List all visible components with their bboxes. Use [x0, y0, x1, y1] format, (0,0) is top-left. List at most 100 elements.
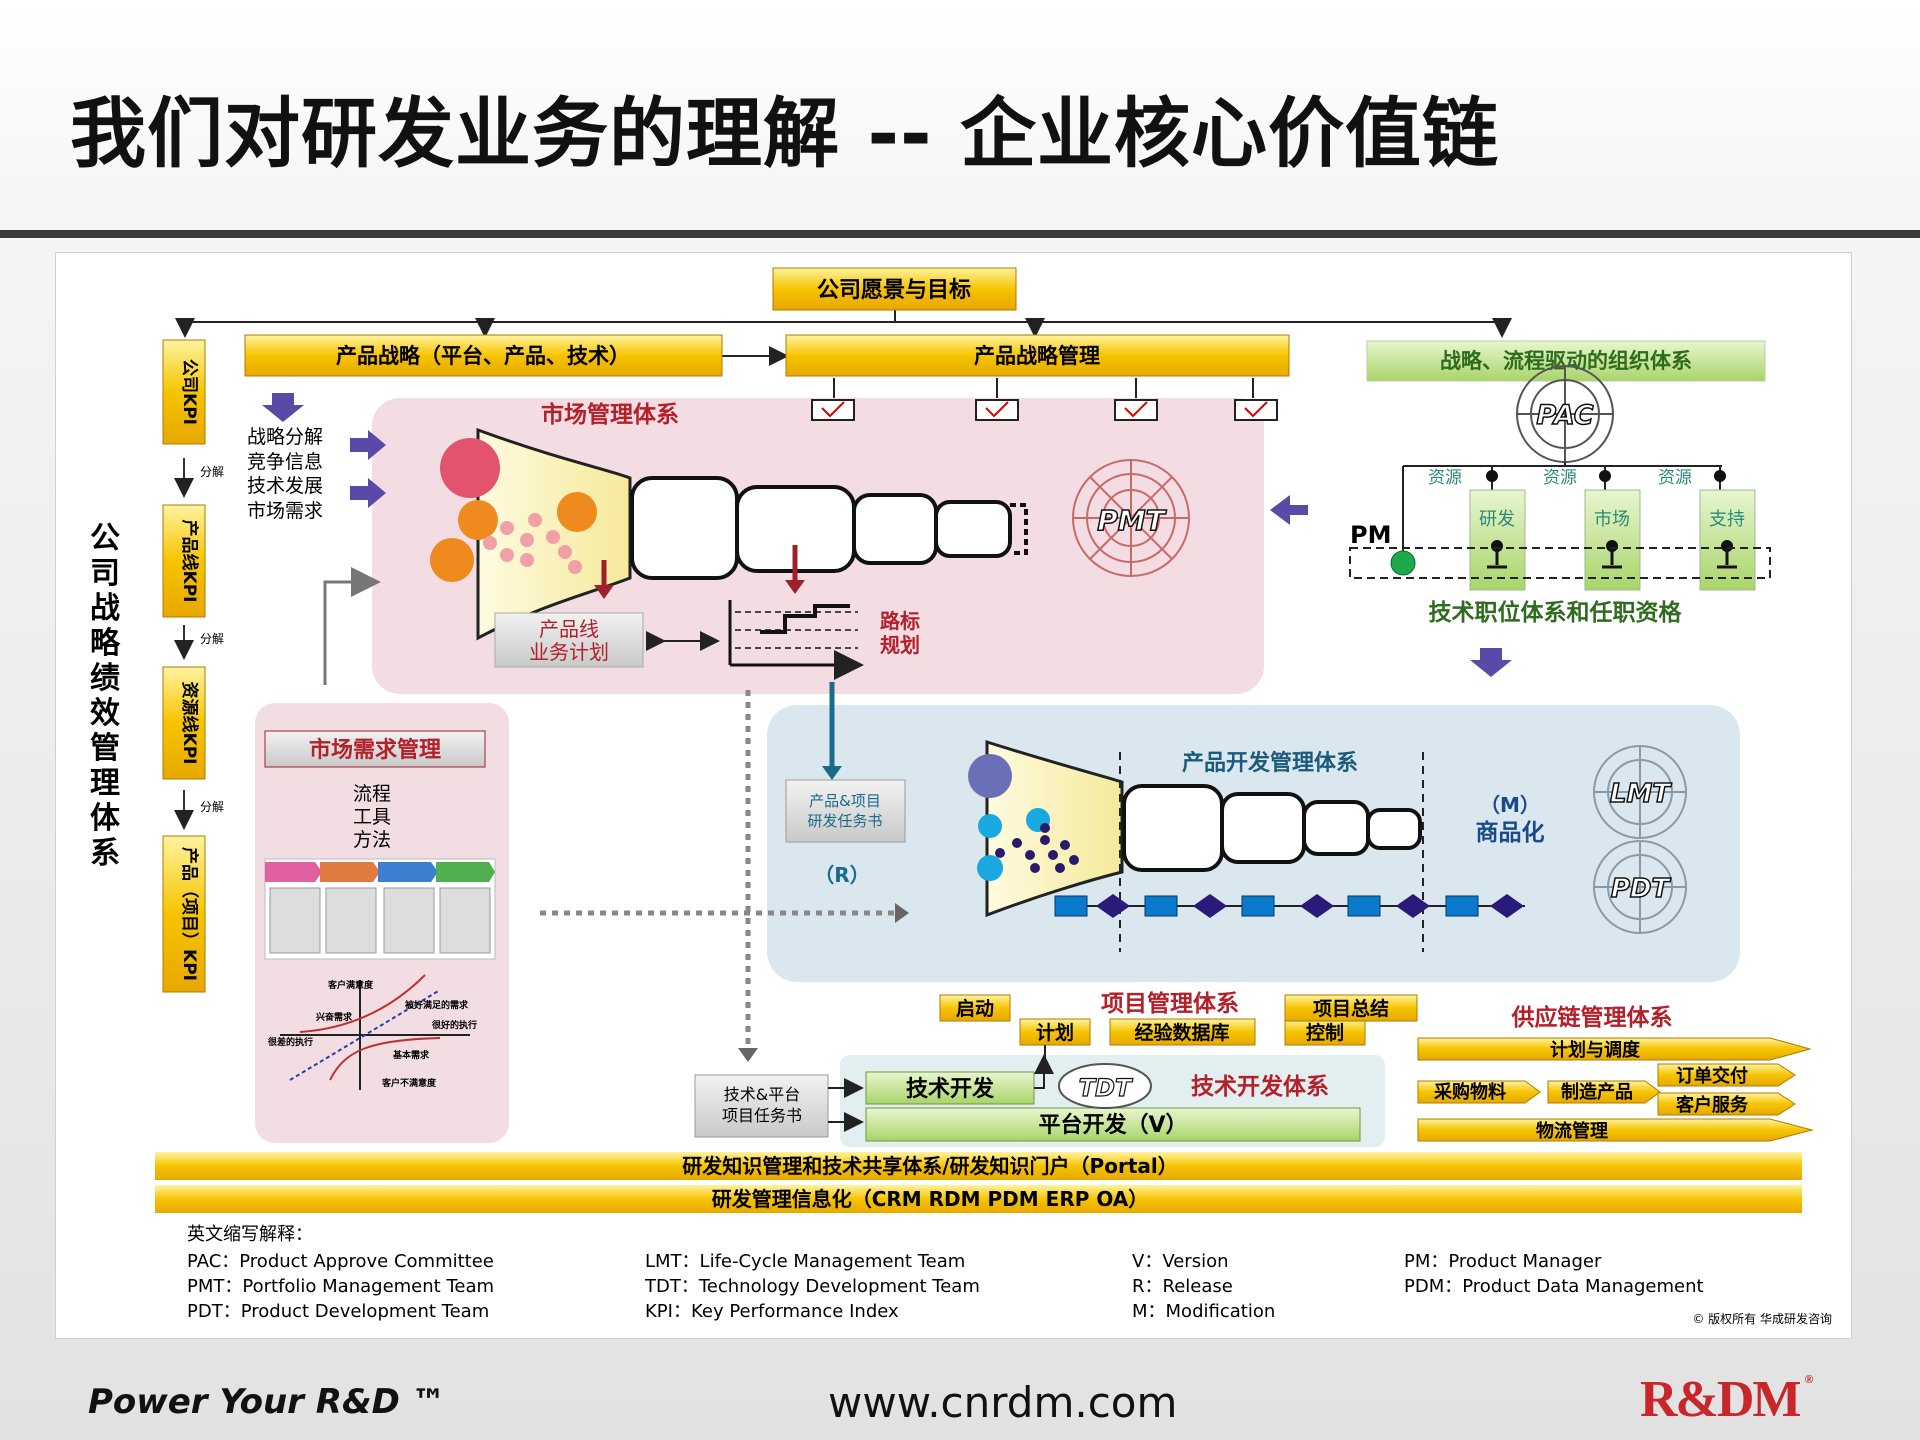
pl-plan-box [494, 612, 644, 668]
kpi-product-line: 产品线KPI [179, 520, 200, 603]
strategy-mgmt-label: 产品战略管理 [974, 344, 1100, 368]
pac-label: PAC [1536, 400, 1593, 431]
pd-funnel [985, 739, 1124, 918]
vision-box [772, 267, 1017, 311]
svg-text:技术发展: 技术发展 [247, 475, 323, 497]
svg-text:PM：Product Manager: PM：Product Manager [1404, 1251, 1602, 1272]
svg-text:很差的执行: 很差的执行 [267, 1036, 313, 1048]
svg-text:资源: 资源 [1658, 468, 1692, 488]
pdt-label: PDT [1611, 874, 1672, 904]
left-arrow-icon [1270, 495, 1308, 525]
down-arrow-icon [262, 393, 304, 422]
strategy-mgmt-box [785, 334, 1290, 377]
task-book-line1: 产品&项目 [809, 792, 881, 810]
kpi-project: 产品（项目）KPI [179, 847, 200, 981]
slide-title: 我们对研发业务的理解 -- 企业核心价值链 [70, 89, 1500, 178]
project-mgmt-title: 项目管理体系 [1101, 990, 1239, 1017]
kano-model: 客户满意度 兴奋需求 被好满足的需求 很好的执行 很差的执行 基本需求 客户不满… [267, 974, 477, 1090]
tp-task-line2: 项目任务书 [722, 1106, 802, 1125]
svg-text:兴奋需求: 兴奋需求 [316, 1011, 353, 1023]
platform-dev-label: 平台开发（V） [1038, 1112, 1187, 1138]
svg-text:被好满足的需求: 被好满足的需求 [405, 999, 469, 1011]
knowledge-bar [155, 1152, 1802, 1180]
down-arrow-icon [822, 766, 842, 780]
svg-text:物流管理: 物流管理 [1536, 1120, 1608, 1142]
pd-ideas [968, 754, 1079, 881]
tech-dev-box [865, 1071, 1035, 1105]
pd-mgmt-title: 产品开发管理体系 [1182, 750, 1358, 776]
matrix-dashed-box [1349, 547, 1771, 579]
svg-text:研发: 研发 [1479, 509, 1515, 530]
svg-text:客户不满意度: 客户不满意度 [381, 1077, 437, 1089]
roadmap-line2: 规划 [880, 633, 920, 657]
svg-text:竞争信息: 竞争信息 [247, 451, 323, 473]
svg-text:计划与调度: 计划与调度 [1550, 1039, 1641, 1061]
pmt-label: PMT [1097, 504, 1166, 537]
kpi-resource-line: 资源线KPI [179, 682, 200, 765]
logo-registered-mark: ® [1804, 1372, 1814, 1386]
supply-chain-flow: 计划与调度 采购物料 制造产品 订单交付 客户服务 物流管理 [1417, 1037, 1814, 1142]
decompose-3: 分解 [200, 800, 224, 814]
product-strategy-box [244, 334, 723, 377]
pl-plan-line2: 业务计划 [529, 640, 609, 664]
market-segments [630, 476, 1028, 580]
svg-text:资源: 资源 [1428, 468, 1462, 488]
svg-text:制造产品: 制造产品 [1561, 1081, 1633, 1103]
pm-node [1390, 550, 1416, 576]
pmt-wheel [1072, 459, 1190, 577]
down-arrow-icon [1470, 648, 1512, 677]
svg-text:M：Modification: M：Modification [1132, 1301, 1275, 1322]
process-thumbnail [264, 858, 496, 960]
demand-mgmt-box [264, 730, 486, 768]
kpi-column: 公司KPI 产品线KPI 资源线KPI 产品（项目）KPI 分解 分解 分解 [162, 339, 224, 993]
svg-text:市场需求: 市场需求 [247, 500, 323, 522]
right-arrow-icon [350, 478, 386, 508]
svg-text:很好的执行: 很好的执行 [431, 1019, 477, 1031]
roadmap-line1: 路标 [880, 609, 920, 633]
logo-text: R&DM [1640, 1371, 1802, 1428]
r-label: （R） [814, 863, 869, 887]
footer-url[interactable]: www.cnrdm.com [828, 1378, 1178, 1427]
tech-career-label: 技术职位体系和任职资格 [1429, 599, 1683, 626]
decision-checkpoints [811, 378, 1278, 421]
svg-text:订单交付: 订单交付 [1676, 1065, 1748, 1087]
brand-logo: R&DM® [1640, 1370, 1814, 1429]
svg-text:LMT：Life-Cycle Management Team: LMT：Life-Cycle Management Team [645, 1251, 965, 1272]
it-bar-label: 研发管理信息化（CRM RDM PDM ERP OA） [712, 1187, 1149, 1211]
lmt-label: LMT [1610, 779, 1672, 809]
task-book-box [785, 779, 906, 843]
svg-text:PDM：Product Data Management: PDM：Product Data Management [1404, 1276, 1704, 1297]
side-title: 公司战略绩效管理体系 [90, 521, 121, 871]
it-bar [155, 1185, 1802, 1213]
svg-text:经验数据库: 经验数据库 [1134, 1021, 1229, 1044]
tp-task-line1: 技术&平台 [724, 1085, 800, 1104]
svg-text:资源: 资源 [1543, 468, 1577, 488]
tp-task-box [694, 1074, 829, 1138]
market-inputs: 战略分解 竞争信息 技术发展 市场需求 [247, 426, 323, 522]
svg-text:PMT：Portfolio Management Team: PMT：Portfolio Management Team [187, 1276, 494, 1297]
svg-text:采购物料: 采购物料 [1433, 1081, 1506, 1103]
market-ideas [430, 438, 597, 582]
kpi-company: 公司KPI [179, 359, 199, 425]
down-arrow-icon [785, 580, 805, 594]
function-columns: 研发 市场 支持 [1469, 489, 1756, 591]
svg-text:支持: 支持 [1709, 509, 1745, 530]
svg-text:客户满意度: 客户满意度 [327, 979, 374, 991]
tech-dev-system-label: 技术开发体系 [1191, 1073, 1329, 1100]
svg-text:市场: 市场 [1594, 509, 1630, 530]
supply-chain-title: 供应链管理体系 [1511, 1004, 1673, 1031]
down-arrow-icon [594, 585, 614, 599]
svg-text:英文缩写解释：: 英文缩写解释： [187, 1224, 313, 1245]
decompose-1: 分解 [200, 465, 224, 479]
product-strategy-label: 产品战略（平台、产品、技术） [336, 344, 630, 368]
svg-text:工具: 工具 [353, 806, 391, 828]
svg-text:控制: 控制 [1306, 1021, 1344, 1044]
svg-text:客户服务: 客户服务 [1676, 1094, 1749, 1116]
copyright: © 版权所有 华成研发咨询 [1692, 1311, 1832, 1326]
resource-links: 资源 资源 资源 [1428, 466, 1726, 490]
tdt-badge [1058, 1063, 1152, 1109]
lmt-wheel [1593, 745, 1687, 839]
decompose-2: 分解 [200, 632, 224, 646]
svg-text:战略分解: 战略分解 [247, 426, 323, 448]
